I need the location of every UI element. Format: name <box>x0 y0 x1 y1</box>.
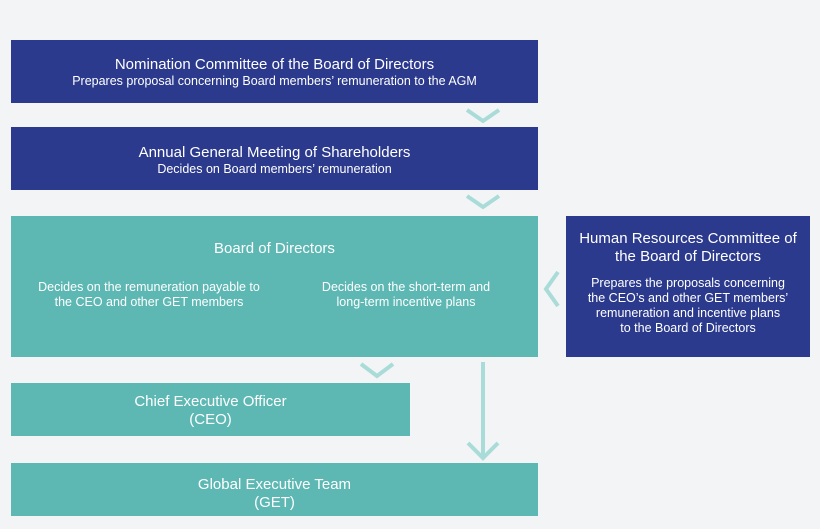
get-title: Global Executive Team <box>197 476 352 493</box>
ceo-box: Chief Executive Officer (CEO) <box>11 383 410 436</box>
chevron-down-icon-board-to-ceo <box>359 362 395 379</box>
board-remuneration-text: Decides on the remuneration payable to t… <box>29 280 269 310</box>
chevron-down-icon-nomination-to-agm <box>465 108 501 124</box>
board-incentive-text: Decides on the short-term and long-term … <box>286 280 526 310</box>
arrow-head-icon-board-to-get <box>466 441 500 461</box>
board-title: Board of Directors <box>214 240 335 257</box>
hr-committee-box: Human Resources Committee of the Board o… <box>566 216 810 357</box>
board-right-line-2: long-term incentive plans <box>336 295 476 309</box>
get-box: Global Executive Team (GET) <box>11 463 538 516</box>
hr-desc-line-2: the CEO’s and other GET members’ <box>587 291 789 305</box>
agm-title: Annual General Meeting of Shareholders <box>138 144 411 161</box>
agm-subtitle: Decides on Board members’ remuneration <box>157 162 392 176</box>
hr-committee-description: Prepares the proposals concerning the CE… <box>566 276 810 336</box>
nomination-committee-title: Nomination Committee of the Board of Dir… <box>114 56 435 73</box>
nomination-committee-box: Nomination Committee of the Board of Dir… <box>11 40 538 103</box>
hr-desc-line-3: remuneration and incentive plans <box>595 306 781 320</box>
board-left-line-1: Decides on the remuneration payable to <box>38 280 260 294</box>
get-abbreviation: (GET) <box>254 494 295 511</box>
hr-title-line-1: Human Resources Committee of <box>579 230 797 247</box>
hr-title-line-2: the Board of Directors <box>615 248 761 265</box>
board-right-line-1: Decides on the short-term and <box>321 280 491 294</box>
ceo-abbreviation: (CEO) <box>189 411 232 428</box>
ceo-title: Chief Executive Officer <box>134 393 287 410</box>
nomination-committee-subtitle: Prepares proposal concerning Board membe… <box>72 74 477 88</box>
board-of-directors-box: Board of Directors Decides on the remune… <box>11 216 538 357</box>
chevron-down-icon-agm-to-board <box>465 194 501 210</box>
board-left-line-2: the CEO and other GET members <box>54 295 244 309</box>
hr-committee-title: Human Resources Committee of the Board o… <box>566 230 810 266</box>
chevron-left-icon-hr-to-board <box>543 270 560 308</box>
hr-desc-line-4: to the Board of Directors <box>620 321 756 335</box>
agm-box: Annual General Meeting of Shareholders D… <box>11 127 538 190</box>
hr-desc-line-1: Prepares the proposals concerning <box>591 276 785 290</box>
